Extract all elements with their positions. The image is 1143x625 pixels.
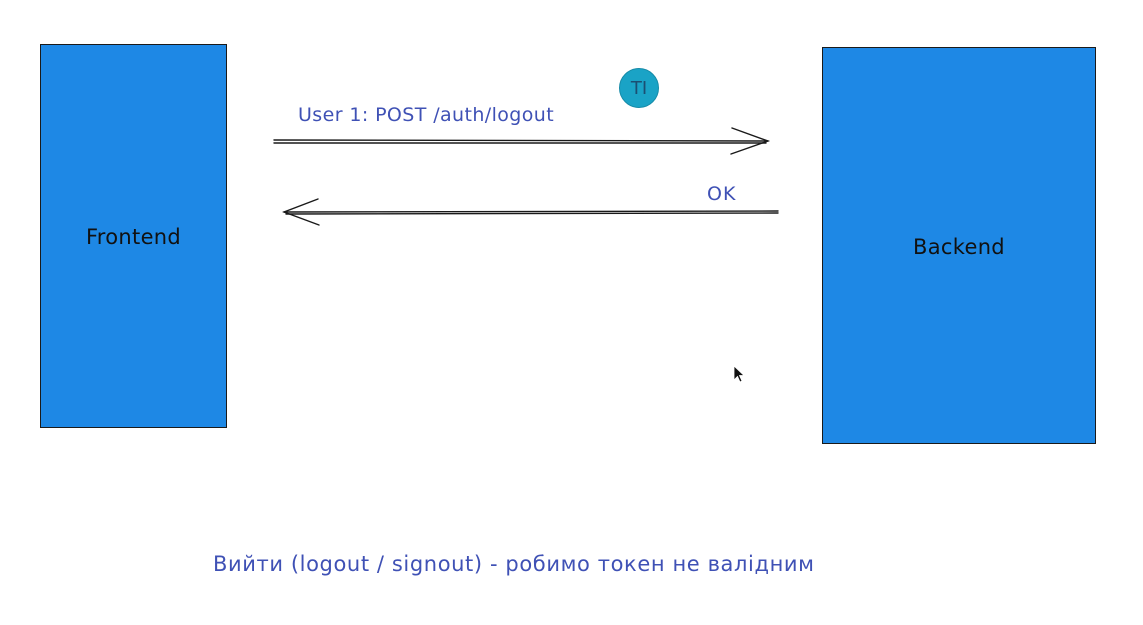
- response-label: OK: [707, 183, 737, 205]
- request-arrow[interactable]: [273, 127, 771, 155]
- response-arrow[interactable]: [282, 198, 779, 226]
- frontend-label: Frontend: [85, 225, 182, 249]
- backend-label: Backend: [913, 235, 1005, 259]
- caption-text: Вийти (logout / signout) - робимо токен …: [213, 552, 815, 576]
- backend-box[interactable]: Backend: [822, 47, 1096, 444]
- collaborator-avatar[interactable]: TI: [619, 68, 659, 108]
- mouse-cursor-icon: [733, 365, 746, 383]
- frontend-box[interactable]: Frontend: [40, 44, 227, 428]
- request-label: User 1: POST /auth/logout: [298, 104, 555, 126]
